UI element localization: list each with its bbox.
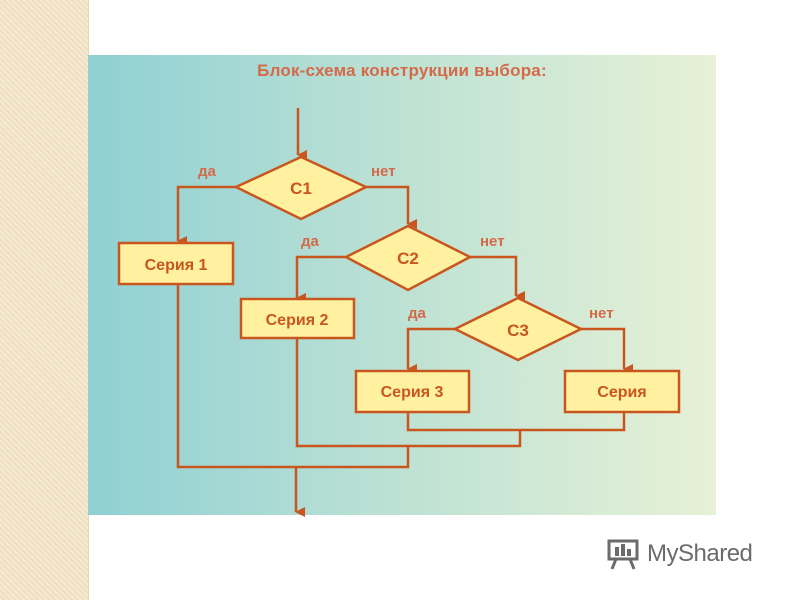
c2-yes-label: да <box>301 233 320 250</box>
process-series-3: Серия 3 <box>354 369 471 414</box>
process-series-2: Серия 2 <box>239 297 356 340</box>
process-series-4-label: Серия <box>597 384 646 401</box>
c3-no-connector <box>581 327 633 374</box>
c1-yes-connector <box>176 185 236 246</box>
watermark: MyShared <box>607 536 753 572</box>
process-series-4: Серия <box>563 369 681 414</box>
c1-no-connector <box>366 185 417 229</box>
process-series-1: Серия 1 <box>117 241 235 286</box>
process-series-3-label: Серия 3 <box>381 384 444 401</box>
left-decorative-strip <box>0 0 89 600</box>
decision-c2: C2 <box>343 224 473 292</box>
c1-merge-connector <box>176 284 410 469</box>
decision-c2-label: C2 <box>397 249 419 268</box>
decision-c1-label: C1 <box>290 179 312 198</box>
process-series-2-label: Серия 2 <box>266 312 329 329</box>
c2-no-label: нет <box>480 233 505 250</box>
c3-merge-connector <box>406 412 626 432</box>
presentation-board-icon <box>607 539 639 570</box>
c3-yes-label: да <box>408 305 427 322</box>
c3-yes-connector <box>406 327 455 374</box>
process-series-1-label: Серия 1 <box>145 257 208 274</box>
c3-no-label: нет <box>589 305 614 322</box>
decision-c3: C3 <box>452 296 584 362</box>
decision-c1: C1 <box>233 155 369 221</box>
c2-yes-connector <box>295 255 346 303</box>
diagram-title: Блок-схема конструкции выбора: <box>257 61 547 80</box>
c2-no-connector <box>470 255 525 301</box>
c1-no-label: нет <box>371 163 396 180</box>
c1-yes-label: да <box>198 163 217 180</box>
decision-c3-label: C3 <box>507 321 529 340</box>
watermark-text: MyShared <box>647 540 753 567</box>
